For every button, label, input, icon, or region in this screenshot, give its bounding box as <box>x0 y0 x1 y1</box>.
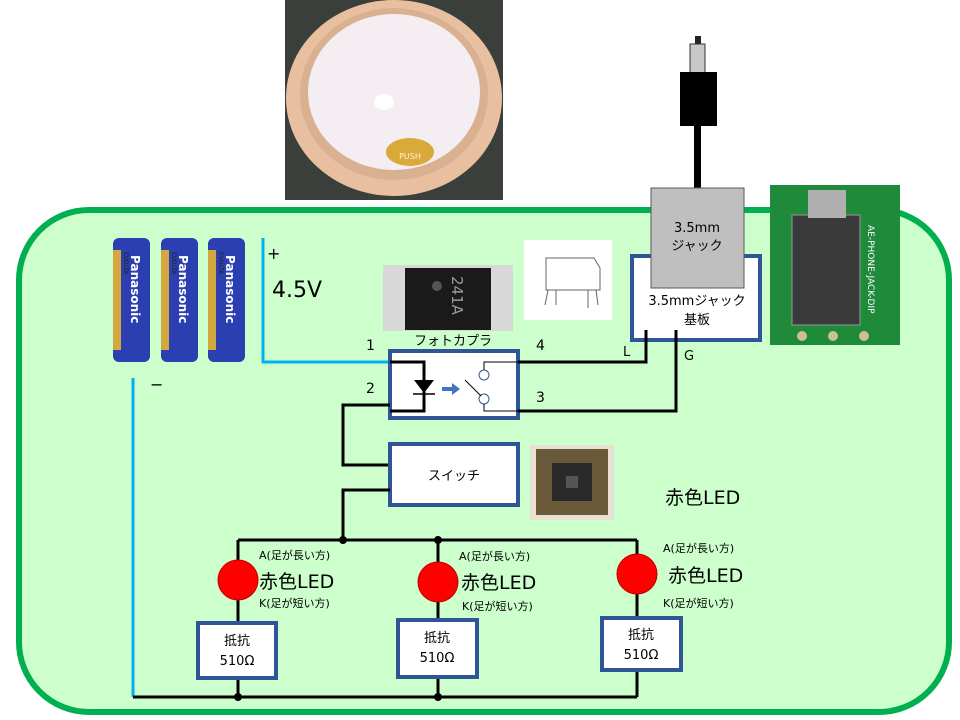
pin-3-label: 3 <box>536 390 545 406</box>
led-heading: 赤色LED <box>665 487 740 509</box>
wire-switch-to-bus <box>341 488 390 538</box>
led-name-label: 赤色LED <box>461 572 536 594</box>
battery-brand-lettering: Panasonic <box>128 255 142 323</box>
battery-series-lettering: EVOLTA <box>217 252 224 275</box>
jack-board-photo: AE-PHONE-JACK-DIP <box>770 185 900 345</box>
diode-icon <box>414 380 434 393</box>
jack-label-line1: 3.5mm <box>674 221 720 236</box>
battery-series-lettering: EVOLTA <box>122 252 129 275</box>
push-light-photo: PUSH <box>285 0 503 200</box>
photocoupler-label: フォトカプラ <box>414 334 492 349</box>
switch-contact-icon <box>464 361 518 412</box>
junction-dot <box>339 536 347 544</box>
led-anode-label: A(足が長い方) <box>459 549 530 563</box>
battery-plus-label: + <box>267 244 280 263</box>
photocoupler-drawing <box>524 240 612 320</box>
tactile-switch-photo <box>530 445 614 520</box>
resistor-label: 抵抗 <box>628 628 654 643</box>
battery-brand-lettering: Panasonic <box>176 255 190 323</box>
jack-board-label-line1: 3.5mmジャック <box>648 294 745 309</box>
battery-series-lettering: EVOLTA <box>170 252 177 275</box>
arrow-icon <box>442 383 460 395</box>
resistor-box <box>196 621 278 680</box>
resistor-label: 抵抗 <box>424 631 450 646</box>
led-cathode-label: K(足が短い方) <box>462 599 533 613</box>
jack-label-line2: ジャック <box>671 239 722 254</box>
jack-pin-g-label: G <box>684 349 694 364</box>
red-led-icon <box>616 553 658 595</box>
led-anode-label: A(足が長い方) <box>663 541 734 555</box>
audio-plug <box>680 36 717 188</box>
jack-board-lettering: AE-PHONE-JACK-DIP <box>865 225 875 314</box>
wire-pin4-to-l <box>518 330 648 364</box>
battery-voltage-label: 4.5V <box>272 278 322 303</box>
led-cathode-label: K(足が短い方) <box>259 596 330 610</box>
resistor-value: 510Ω <box>624 648 659 663</box>
batteries-photo: Panasonic Panasonic Panasonic EVOLTA EVO… <box>113 238 245 362</box>
red-led-icon <box>217 559 259 601</box>
led-branch-3: A(足が長い方) 赤色LED K(足が短い方) 抵抗 510Ω <box>600 540 743 697</box>
led-name-label: 赤色LED <box>259 571 334 593</box>
wire-pin2-to-switch <box>341 403 390 467</box>
resistor-box <box>396 618 479 679</box>
jack-board-label-line2: 基板 <box>684 313 710 328</box>
resistor-value: 510Ω <box>420 651 455 666</box>
push-lettering: PUSH <box>399 152 421 161</box>
photocoupler-part-lettering: 241A <box>448 276 466 316</box>
pin-2-label: 2 <box>366 381 375 397</box>
red-led-icon <box>417 561 459 603</box>
photocoupler-photo: 241A <box>383 265 513 331</box>
resistor-label: 抵抗 <box>224 634 250 649</box>
switch-label: スイッチ <box>428 469 480 484</box>
pin-4-label: 4 <box>536 338 545 354</box>
resistor-value: 510Ω <box>220 654 255 669</box>
led-name-label: 赤色LED <box>668 565 743 587</box>
led-anode-label: A(足が長い方) <box>259 548 330 562</box>
wire-pin3-to-g <box>518 330 678 413</box>
jack-pin-l-label: L <box>623 345 631 360</box>
battery-brand-lettering: Panasonic <box>223 255 237 323</box>
switch-box <box>388 442 520 507</box>
positive-wire <box>261 238 390 364</box>
led-branch-1: A(足が長い方) 赤色LED K(足が短い方) 抵抗 510Ω <box>196 540 334 697</box>
resistor-box <box>600 616 683 672</box>
pin-1-label: 1 <box>366 338 375 354</box>
battery-minus-label: − <box>150 375 163 394</box>
led-branch-2: A(足が長い方) 赤色LED K(足が短い方) 抵抗 510Ω <box>396 540 536 697</box>
jack-box <box>650 187 745 289</box>
led-cathode-label: K(足が短い方) <box>663 596 734 610</box>
